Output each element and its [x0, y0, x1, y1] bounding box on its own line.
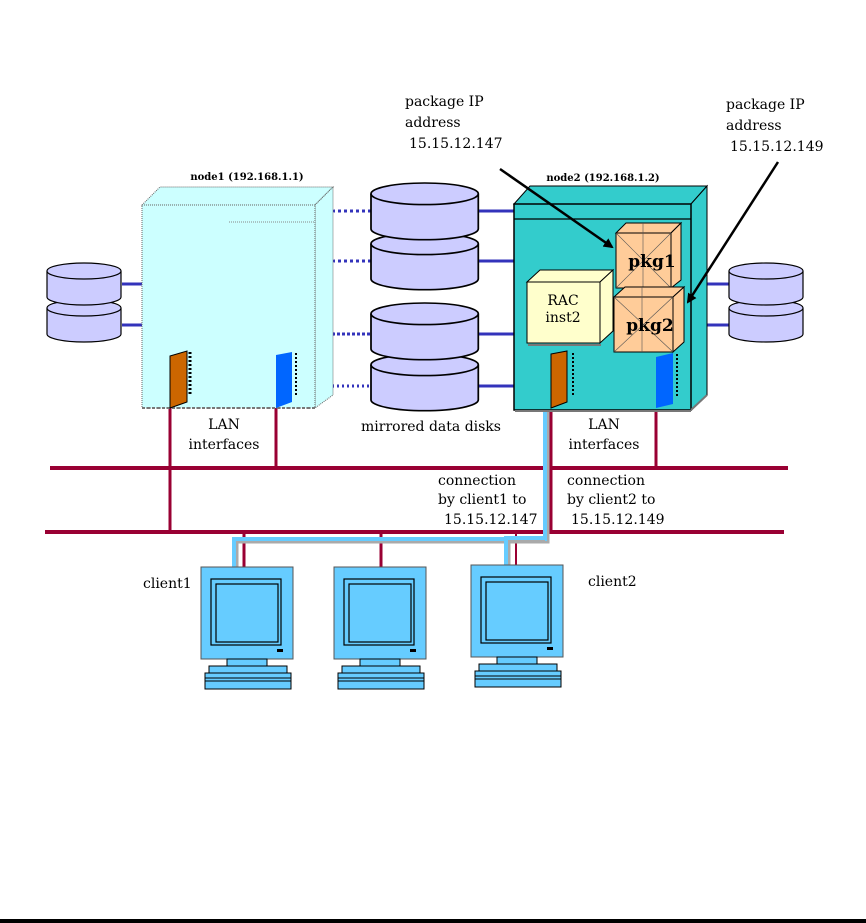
pkg1-ip-arrow — [499, 167, 614, 249]
pkg2-ip-arrow — [686, 161, 780, 304]
svg-text:connection: connection — [567, 473, 645, 489]
client2-computer: client2 — [470, 564, 637, 688]
disk-icon — [370, 232, 480, 291]
mirrored-disks — [332, 182, 516, 412]
node1-server: node1 (192.168.1.1) — [140, 172, 335, 409]
client1-label: client1 — [143, 576, 192, 592]
svg-text:by client2 to: by client2 to — [567, 492, 655, 508]
disk-icon — [370, 353, 480, 412]
svg-text:address: address — [405, 115, 461, 131]
rac-instance: RAC inst2 — [525, 268, 615, 346]
lan-interfaces-left-label: LAN interfaces — [189, 417, 260, 453]
computer-icon — [200, 566, 294, 690]
node2-label: node2 (192.168.1.2) — [546, 173, 659, 184]
svg-text:15.15.12.149: 15.15.12.149 — [730, 139, 824, 155]
lan-interface-card — [169, 350, 188, 409]
svg-text:address: address — [726, 118, 782, 134]
svg-text:package IP: package IP — [726, 97, 805, 113]
svg-text:interfaces: interfaces — [189, 437, 260, 453]
svg-text:package IP: package IP — [405, 94, 484, 110]
connection-client2-label: connection by client2 to 15.15.12.149 — [567, 473, 665, 528]
svg-text:15.15.12.149: 15.15.12.149 — [571, 512, 665, 528]
pkg1-label: pkg1 — [628, 252, 675, 272]
client1-computer: client1 — [143, 566, 294, 690]
package-pkg2: pkg2 — [612, 285, 686, 354]
disk-icon — [46, 262, 122, 306]
svg-text:LAN: LAN — [208, 417, 240, 433]
disk-icon — [728, 262, 804, 306]
svg-text:interfaces: interfaces — [569, 437, 640, 453]
left-disk-stack — [46, 262, 142, 343]
disk-icon — [370, 302, 480, 361]
rac-label-line1: RAC — [547, 293, 578, 309]
package-pkg1: pkg1 — [614, 221, 683, 290]
svg-text:by client1 to: by client1 to — [438, 492, 526, 508]
client-connection-path — [232, 405, 550, 568]
lan-interfaces-right-label: LAN interfaces — [569, 417, 640, 453]
lan-interface-card — [276, 352, 292, 408]
pkg1-ip-annotation: package IP address 15.15.12.147 — [405, 94, 503, 152]
svg-text:15.15.12.147: 15.15.12.147 — [444, 512, 538, 528]
disk-icon — [728, 299, 804, 343]
lan-interface-card — [550, 350, 568, 409]
node2-server: node2 (192.168.1.2) RAC inst2 pkg1 — [512, 173, 709, 412]
right-disk-stack — [707, 262, 804, 343]
lan-interface-card — [656, 353, 673, 408]
svg-text:connection: connection — [438, 473, 516, 489]
mirrored-disks-label: mirrored data disks — [361, 419, 501, 435]
lan-network — [45, 407, 788, 568]
svg-text:LAN: LAN — [588, 417, 620, 433]
client2-label: client2 — [588, 574, 637, 590]
middle-client-computer — [333, 566, 427, 690]
computer-icon — [470, 564, 564, 688]
disk-icon — [46, 299, 122, 343]
computer-icon — [333, 566, 427, 690]
pkg2-ip-annotation: package IP address 15.15.12.149 — [726, 97, 824, 155]
pkg2-label: pkg2 — [626, 316, 673, 336]
disk-icon — [370, 182, 480, 241]
svg-text:15.15.12.147: 15.15.12.147 — [409, 136, 503, 152]
connection-client1-label: connection by client1 to 15.15.12.147 — [438, 473, 538, 528]
rac-label-line2: inst2 — [545, 310, 580, 326]
page-bottom-rule — [0, 919, 866, 923]
node1-label: node1 (192.168.1.1) — [190, 172, 303, 183]
